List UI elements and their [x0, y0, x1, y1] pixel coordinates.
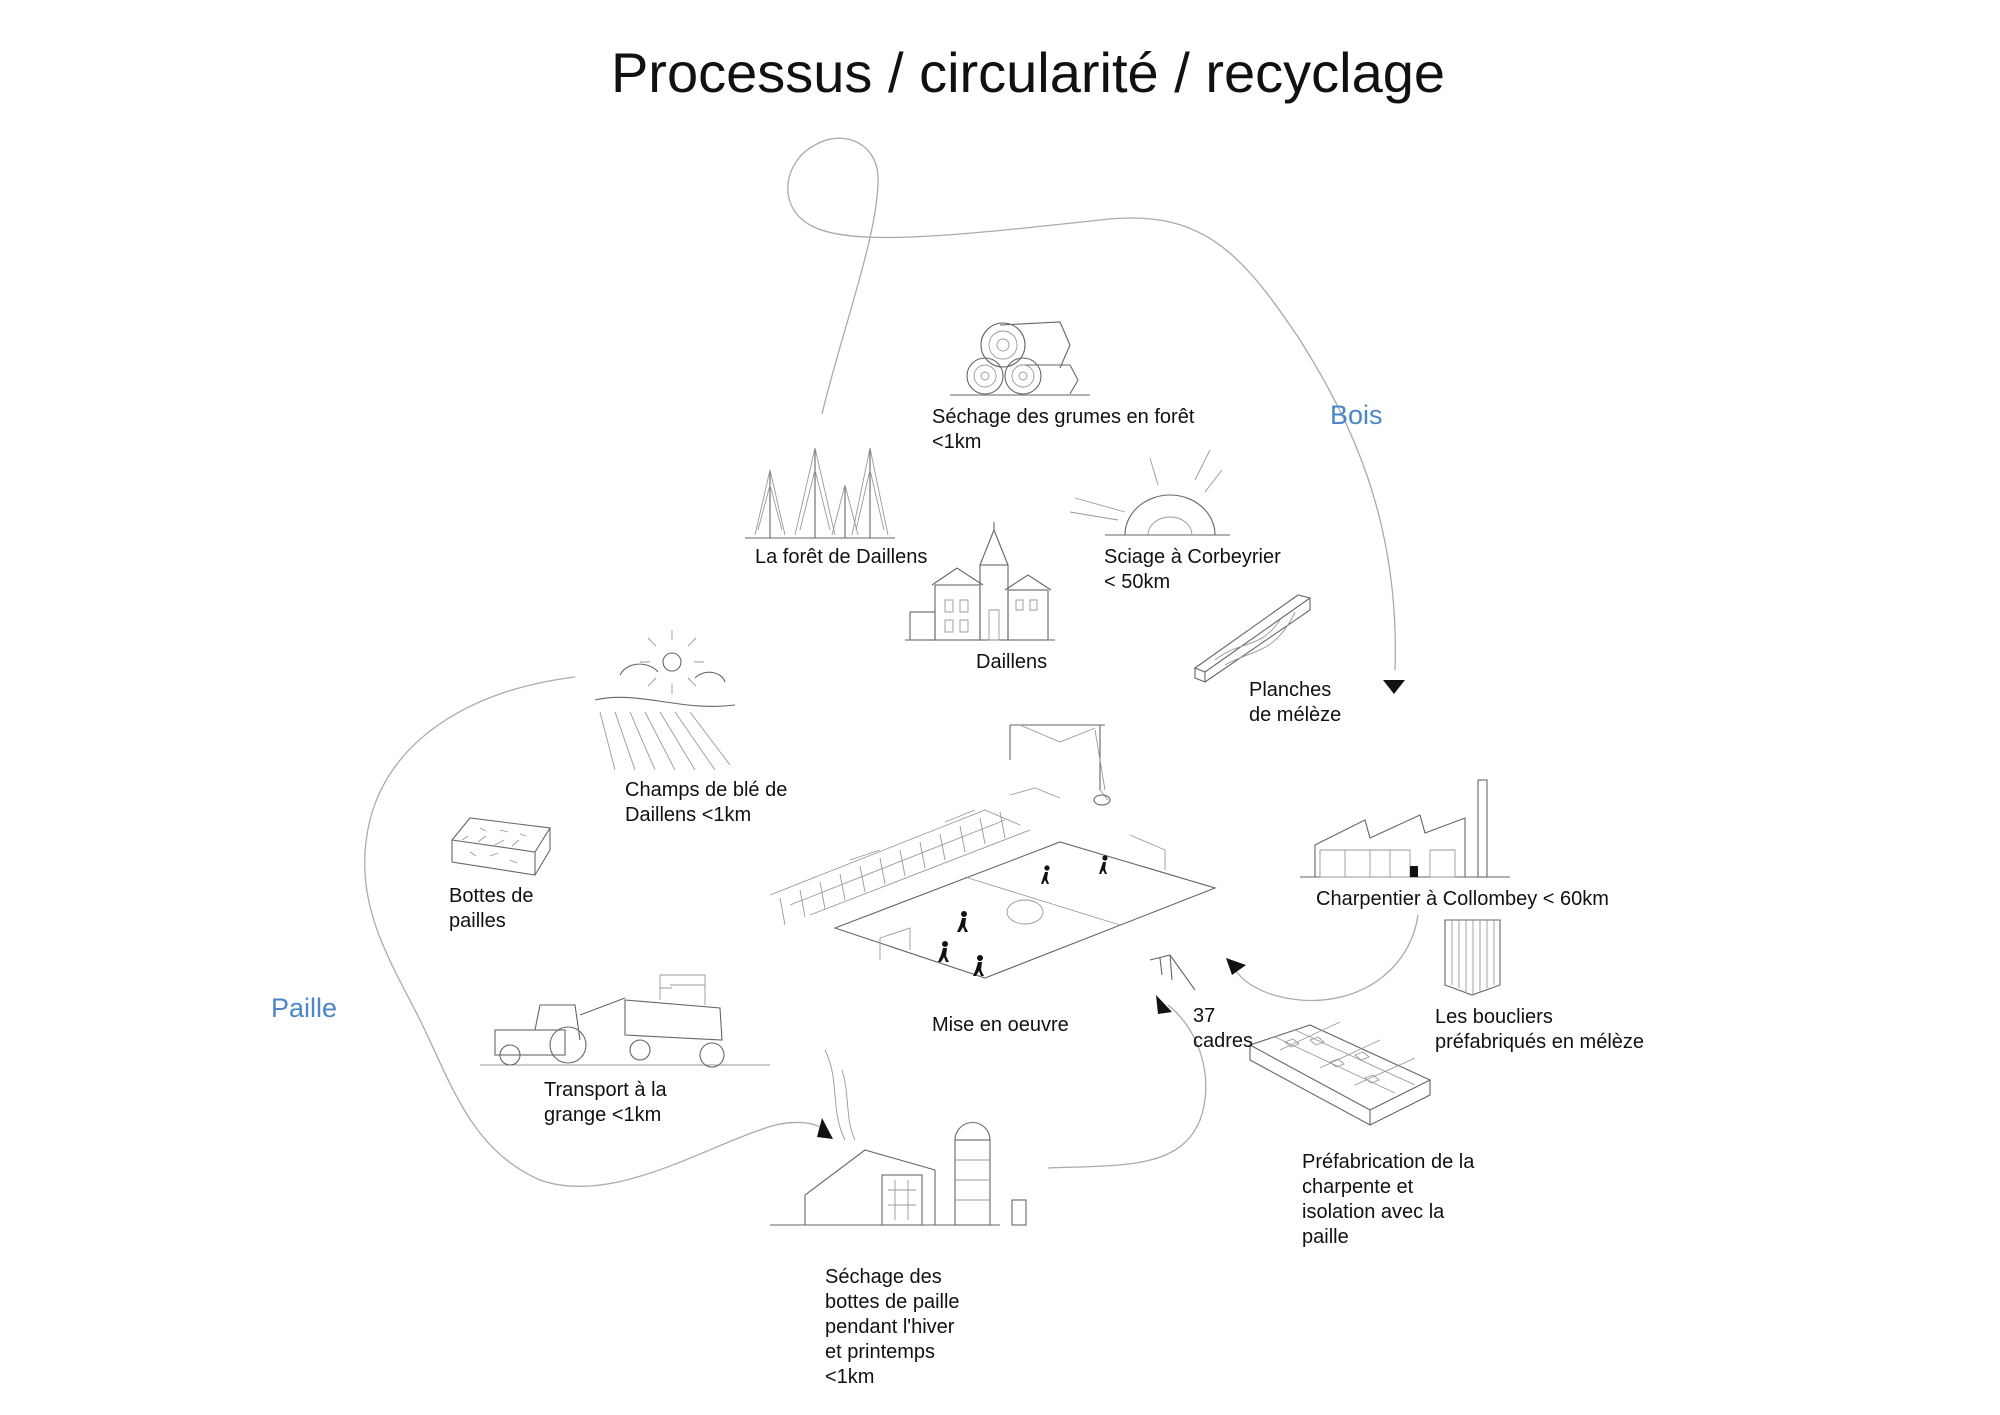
barn-icon — [770, 1049, 1027, 1226]
diagram-title: Processus / circularité / recyclage — [610, 41, 1446, 104]
forest-icon — [745, 447, 895, 539]
frames-icon — [1149, 954, 1196, 991]
planks-icon — [1193, 594, 1312, 683]
wheat-field-icon — [594, 630, 736, 771]
carpenter-flow-line — [1231, 914, 1419, 1002]
construction-site-icon — [769, 724, 1217, 979]
step-foret: La forêt de Daillens — [755, 546, 928, 568]
step-prefabrication: Préfabrication de la charpente et isolat… — [1302, 1151, 1475, 1248]
straw-flow-arrow — [817, 1118, 833, 1139]
category-paille: Paille — [271, 993, 338, 1023]
step-mise-en-oeuvre: Mise en oeuvre — [932, 1014, 1069, 1036]
tractor-icon — [480, 974, 770, 1068]
step-sechage-bottes: Séchage des bottes de paille pendant l'h… — [825, 1266, 960, 1388]
log-pile-icon — [950, 321, 1090, 396]
step-sechage-grumes: Séchage des grumes en forêt <1km — [932, 406, 1195, 453]
village-icon — [905, 522, 1055, 641]
step-transport: Transport à la grange <1km — [544, 1079, 667, 1126]
prefab-shields-icon — [1444, 919, 1501, 996]
step-planches: Planches de mélèze — [1249, 679, 1342, 726]
step-bottes: Bottes de pailles — [449, 885, 534, 932]
straw-bales-icon — [450, 817, 551, 876]
step-champs: Champs de blé de Daillens <1km — [625, 779, 788, 826]
wood-flow-line — [787, 137, 1396, 671]
prefab-flow-arrow — [1156, 995, 1172, 1014]
carpenter-flow-arrow — [1226, 958, 1246, 975]
prefab-flow-line — [1047, 1004, 1207, 1169]
prefab-panel-icon — [1248, 1021, 1432, 1126]
sawmill-icon — [1069, 449, 1230, 536]
factory-icon — [1300, 779, 1510, 878]
step-sciage: Sciage à Corbeyrier < 50km — [1104, 546, 1281, 593]
step-boucliers: Les boucliers préfabriqués en mélèze — [1435, 1006, 1645, 1053]
wood-flow-arrow — [1383, 680, 1405, 694]
step-charpentier: Charpentier à Collombey < 60km — [1316, 888, 1609, 910]
category-bois: Bois — [1330, 400, 1383, 430]
step-village: Daillens — [976, 651, 1048, 673]
straw-flow-line — [363, 676, 826, 1188]
step-cadres: 37 cadres — [1193, 1005, 1254, 1052]
